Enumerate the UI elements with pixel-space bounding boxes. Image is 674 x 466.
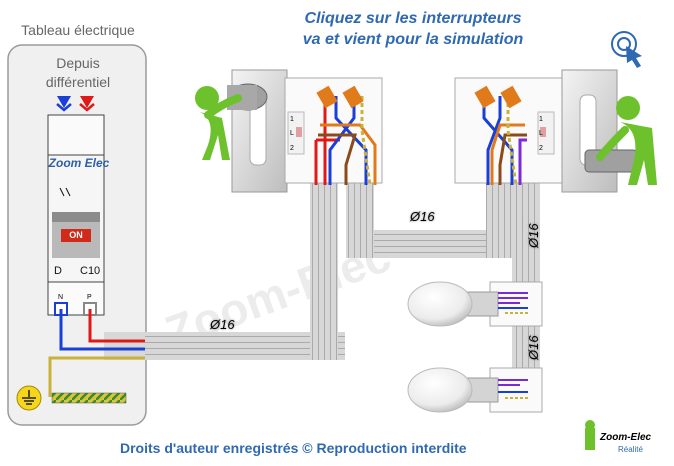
svg-text:Zoom-Elec: Zoom-Elec bbox=[599, 432, 652, 443]
cable-label-1: Ø16 bbox=[209, 317, 235, 332]
breaker-brand: Zoom Elec bbox=[48, 156, 110, 170]
left-terminal-2: 2 bbox=[290, 145, 294, 152]
cable-label-3: Ø16 bbox=[526, 223, 541, 249]
copyright-footer: Droits d'auteur enregistrés © Reproducti… bbox=[120, 440, 467, 456]
earth-bar bbox=[51, 392, 127, 404]
circuit-breaker[interactable] bbox=[47, 114, 105, 316]
right-switch[interactable] bbox=[454, 69, 618, 193]
left-terminal-1: 1 bbox=[290, 116, 294, 123]
source-label: Depuis différentiel bbox=[45, 55, 111, 90]
cable-label-4: Ø16 bbox=[526, 335, 541, 361]
click-icon bbox=[611, 31, 642, 68]
instructions: Cliquez sur les interrupteurs va et vien… bbox=[302, 10, 524, 48]
phase-arrow-icon bbox=[80, 96, 94, 108]
right-terminal-L: L bbox=[539, 130, 543, 137]
left-terminal-L: L bbox=[290, 130, 294, 137]
right-terminal-1: 1 bbox=[539, 116, 543, 123]
svg-text:Réalité: Réalité bbox=[618, 445, 643, 454]
right-terminal-2: 2 bbox=[539, 145, 543, 152]
breaker-p-label: P bbox=[87, 294, 92, 301]
neutral-arrow-icon bbox=[57, 96, 71, 108]
lamp-2 bbox=[407, 367, 543, 413]
lamp-1 bbox=[407, 281, 543, 327]
breaker-rating-label: C10 bbox=[80, 265, 101, 277]
right-person bbox=[584, 96, 657, 185]
breaker-on-label[interactable]: ON bbox=[61, 229, 91, 242]
panel-title: Tableau électrique bbox=[21, 22, 135, 38]
breaker-curve-label: D bbox=[54, 265, 62, 277]
zoom-elec-logo: Zoom-Elec Réalité bbox=[585, 420, 652, 454]
earth-ground-icon bbox=[16, 385, 42, 411]
breaker-n-label: N bbox=[58, 294, 63, 301]
left-person bbox=[195, 83, 268, 160]
cable-label-2: Ø16 bbox=[409, 209, 435, 224]
